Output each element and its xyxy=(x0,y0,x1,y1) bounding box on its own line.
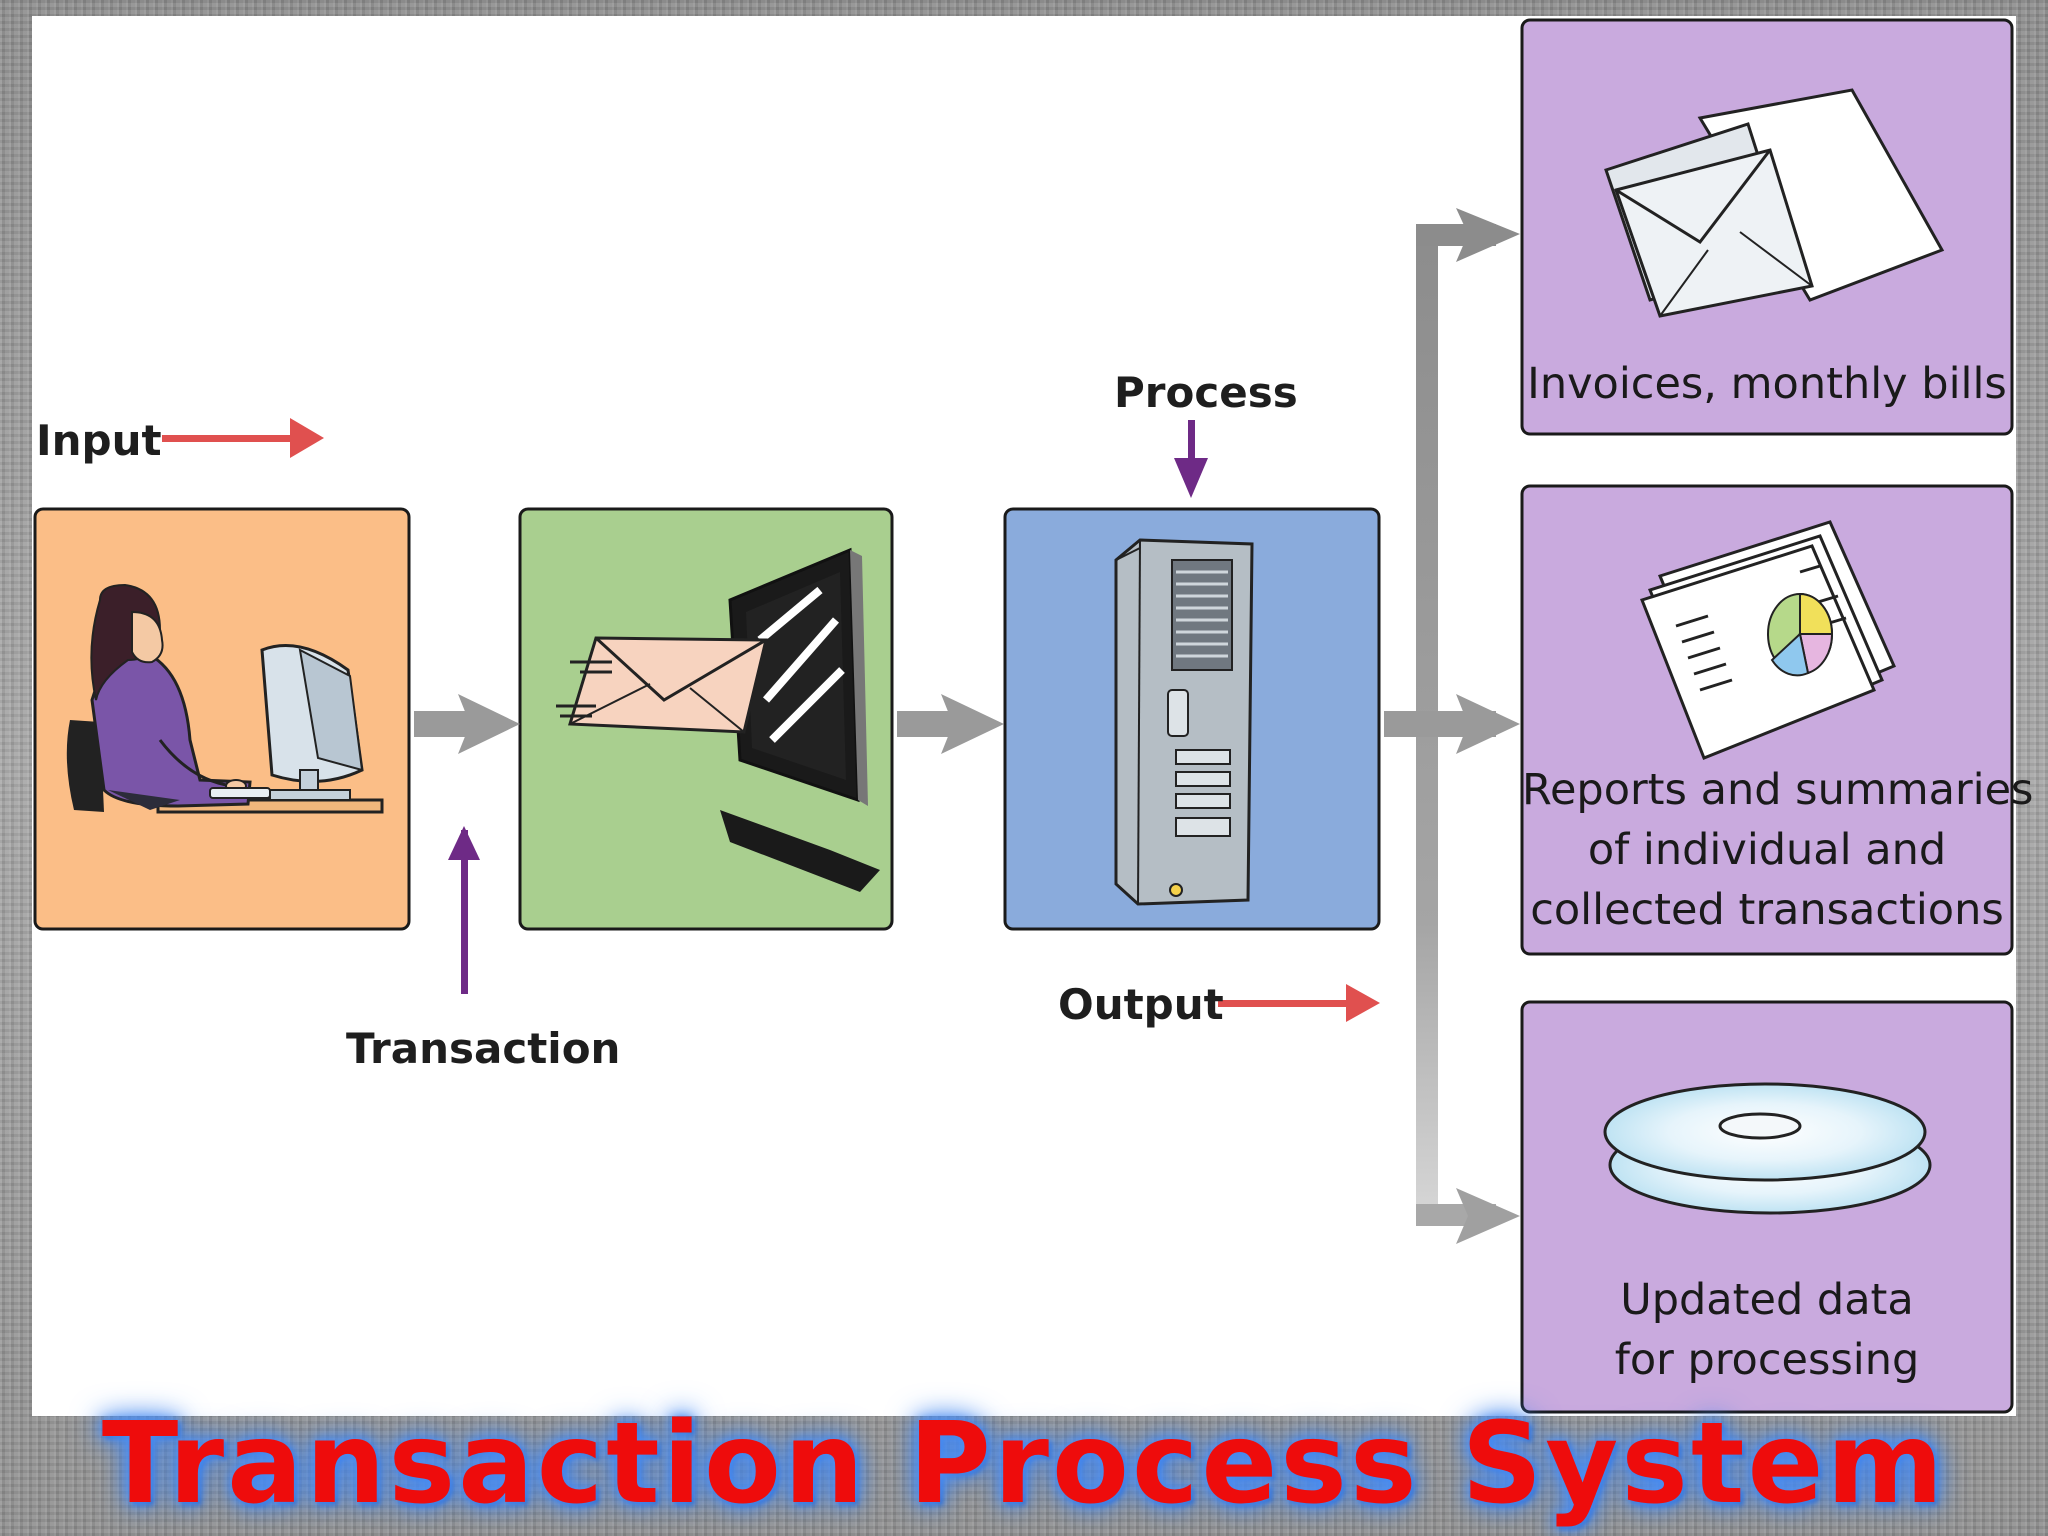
output-reports-text: Reports and summaries of individual and … xyxy=(1522,760,2034,940)
output-panel-reports xyxy=(1520,484,2014,956)
input-red-arrow xyxy=(162,418,324,458)
process-purple-arrow xyxy=(1174,420,1208,498)
output-updated-data-text: Updated data for processing xyxy=(1522,1270,2012,1390)
report-pages-icon xyxy=(1640,520,1896,760)
output-label: Output xyxy=(1058,980,1224,1029)
output-red-arrow xyxy=(1218,984,1380,1022)
discs-icon xyxy=(1603,1082,1932,1215)
output-reports-line3: collected transactions xyxy=(1530,885,2004,935)
process-label: Process xyxy=(1114,368,1298,417)
output-updated-line2: for processing xyxy=(1614,1335,1920,1385)
flow-arrow-input-to-transaction xyxy=(414,694,520,754)
process-panel xyxy=(1003,507,1381,931)
transaction-label: Transaction xyxy=(346,1024,621,1073)
output-reports-line1: Reports and summaries xyxy=(1522,765,2034,815)
envelopes-icon xyxy=(1604,88,1945,318)
output-invoices-text: Invoices, monthly bills xyxy=(1522,354,2012,414)
output-panel-invoices xyxy=(1520,18,2014,436)
page-title: Transaction Process System xyxy=(101,1399,1947,1529)
output-invoices-line1: Invoices, monthly bills xyxy=(1527,359,2007,409)
input-panel xyxy=(33,507,411,931)
output-updated-line1: Updated data xyxy=(1620,1275,1914,1325)
input-label: Input xyxy=(36,416,162,465)
flow-bus-to-outputs xyxy=(1384,208,1520,1244)
transaction-panel xyxy=(518,507,894,931)
transaction-purple-arrow xyxy=(448,826,480,994)
flow-arrow-transaction-to-process xyxy=(897,694,1004,754)
output-panel-updated-data xyxy=(1520,1000,2014,1414)
output-reports-line2: of individual and xyxy=(1587,825,1947,875)
